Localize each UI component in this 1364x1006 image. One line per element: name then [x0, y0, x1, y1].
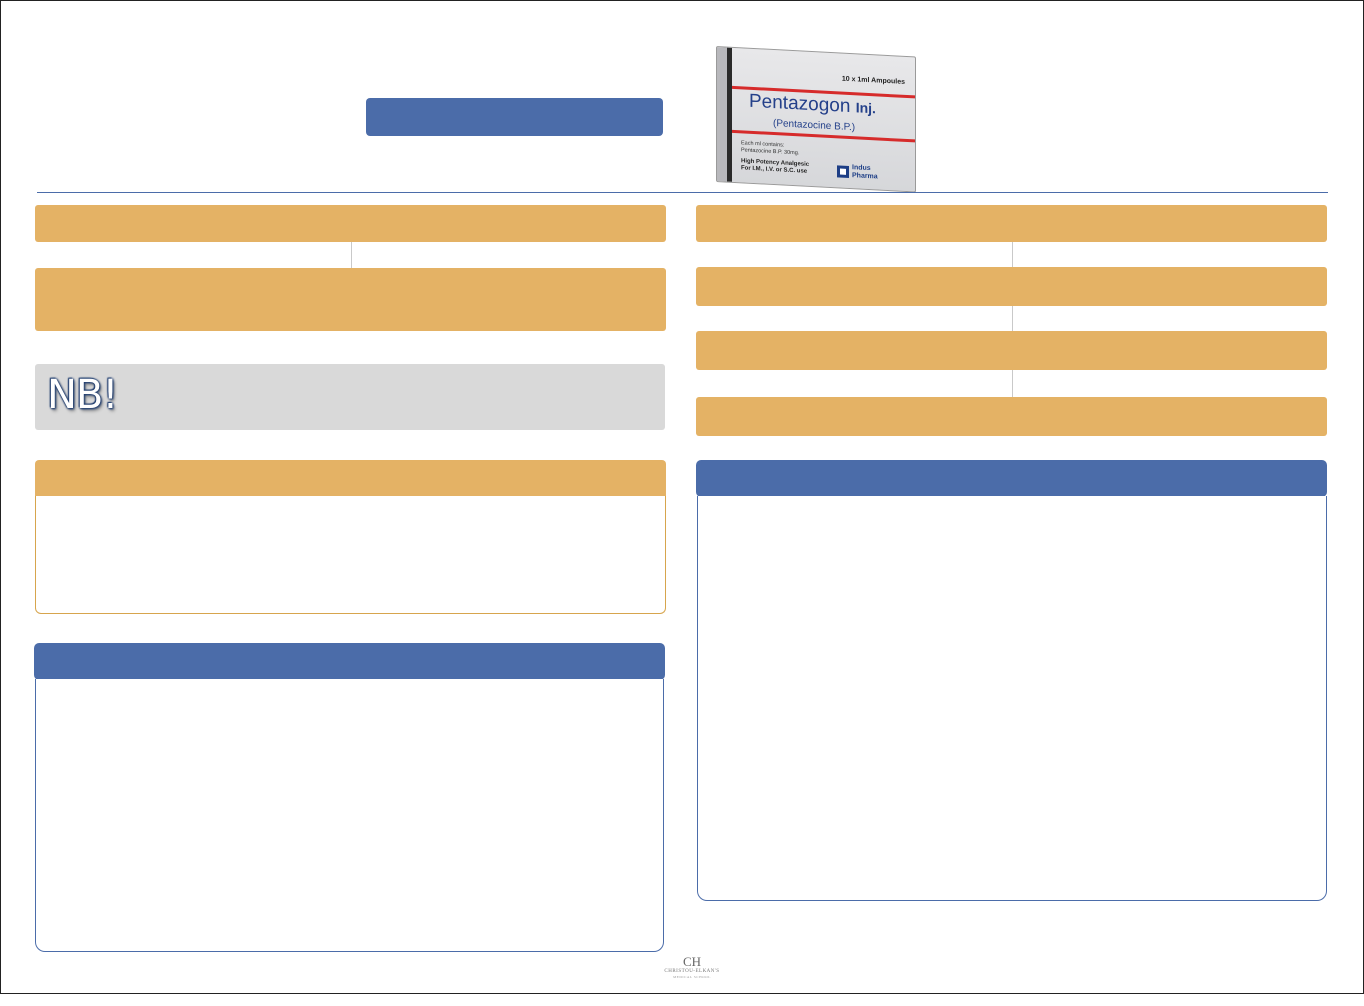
left-bar-2	[35, 268, 666, 331]
right-bar-3	[696, 331, 1327, 370]
nb-label: NB!	[47, 372, 118, 418]
indus-logo-icon	[837, 165, 849, 178]
left-blue-section-header	[34, 643, 665, 680]
right-bar-1	[696, 205, 1327, 242]
box-generic-name: (Pentazocine B.P.)	[773, 117, 856, 134]
right-connector-1	[1012, 242, 1013, 267]
header-divider	[37, 192, 1328, 193]
box-maker: Indus Pharma	[852, 164, 878, 181]
school-logo: CH CHRISTOU-ELKAN'S MEDICAL SCHOOL	[664, 955, 720, 987]
left-bar-1	[35, 205, 666, 242]
right-blue-section-header	[696, 460, 1327, 497]
title-bar	[366, 98, 663, 136]
right-bar-4	[696, 397, 1327, 436]
left-blue-section-body	[35, 679, 664, 952]
right-bar-2	[696, 267, 1327, 306]
left-orange-section-header	[35, 460, 666, 497]
right-connector-3	[1012, 370, 1013, 397]
nb-callout: NB!	[35, 364, 665, 430]
left-orange-section-body	[35, 496, 666, 614]
logo-name: CHRISTOU-ELKAN'S	[664, 969, 720, 974]
logo-subtitle: MEDICAL SCHOOL	[673, 975, 711, 979]
product-box-image: 10 x 1ml Ampoules Pentazogon Inj. (Penta…	[716, 46, 916, 193]
box-ampoules-text: 10 x 1ml Ampoules	[841, 75, 905, 86]
right-connector-2	[1012, 306, 1013, 331]
right-blue-section-body	[697, 496, 1327, 901]
left-connector	[351, 242, 352, 268]
logo-mark: CH	[682, 954, 702, 969]
